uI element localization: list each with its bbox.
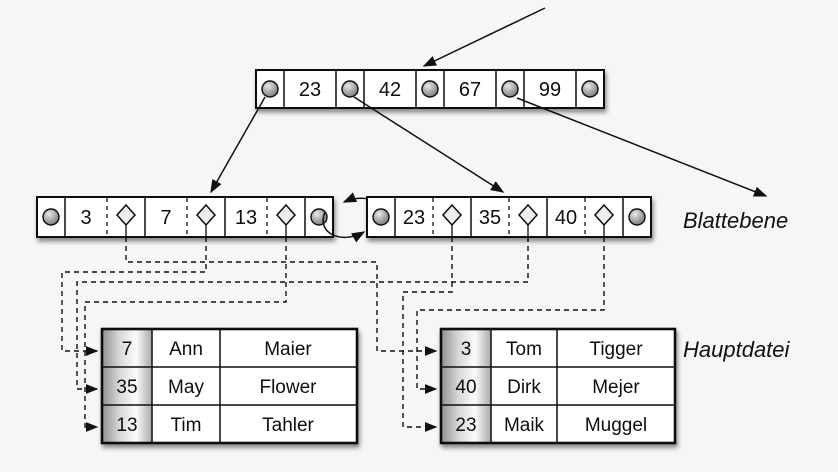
- leaf-key: 40: [555, 207, 577, 229]
- leaf-key: 13: [235, 207, 257, 229]
- route-key40-to-right-table-row2: [416, 237, 605, 394]
- pointer-circle-icon: [372, 208, 390, 226]
- table-row: 40 Dirk Mejer: [455, 377, 640, 398]
- leaf-level-label: Blattebene: [683, 208, 788, 233]
- root-to-right-leaf-arrow: [353, 96, 505, 193]
- right-table-key-column: [441, 329, 491, 443]
- root-key: 23: [299, 79, 321, 101]
- root-cell-dividers: [283, 70, 577, 108]
- incoming-root-arrow: [422, 7, 546, 67]
- pointer-circle-icon: [261, 80, 279, 98]
- right-main-table: 3 Tom Tigger 40 Dirk Mejer 23 Maik Mugge…: [439, 327, 677, 445]
- record-key: 7: [122, 339, 133, 360]
- left-leaf-node: 3 7 13: [36, 196, 334, 238]
- record-key: 35: [116, 377, 137, 398]
- right-leaf-dashed-dividers: [432, 198, 586, 237]
- record-last-name: Tigger: [589, 339, 643, 360]
- record-ref-diamond-icon: [195, 203, 217, 237]
- record-ref-diamond-icon: [517, 203, 539, 237]
- pointer-circle-icon: [310, 208, 328, 226]
- record-pointer-routes: [61, 237, 605, 432]
- pointer-circle-icon: [341, 80, 359, 98]
- record-ref-diamond-icon: [275, 203, 297, 237]
- record-last-name: Muggel: [585, 415, 647, 436]
- pointer-circle-icon: [628, 208, 646, 226]
- left-table-key-column: [102, 329, 152, 443]
- root-key: 67: [459, 79, 481, 101]
- right-table-frame: [439, 327, 677, 445]
- leaf-key: 7: [160, 207, 171, 229]
- link-arrow-left-to-right: [322, 211, 366, 243]
- record-first-name: Tim: [171, 415, 202, 436]
- pointer-circle-icon: [581, 80, 599, 98]
- root-key: 99: [539, 79, 561, 101]
- record-key: 3: [461, 339, 472, 360]
- root-to-left-leaf-arrow: [210, 96, 266, 194]
- record-ref-diamond-icon: [115, 203, 137, 237]
- record-key: 13: [116, 415, 137, 436]
- table-row: 3 Tom Tigger: [461, 339, 644, 360]
- left-table-frame: [100, 327, 359, 445]
- record-key: 23: [455, 415, 476, 436]
- route-key23-to-right-table-row3: [402, 237, 453, 432]
- record-ref-diamond-icon: [441, 203, 463, 237]
- record-last-name: Mejer: [592, 377, 640, 398]
- route-key35-to-left-table-row2: [76, 237, 529, 394]
- table-row: 7 Ann Maier: [122, 339, 313, 360]
- record-first-name: Ann: [169, 339, 203, 360]
- left-leaf-dashed-dividers: [106, 198, 268, 237]
- record-last-name: Flower: [259, 377, 317, 398]
- leaf-key: 3: [80, 207, 91, 229]
- pointer-circle-icon: [501, 80, 519, 98]
- record-key: 40: [455, 377, 476, 398]
- leaf-key: 23: [403, 207, 425, 229]
- pointer-circle-icon: [42, 208, 60, 226]
- table-row: 35 May Flower: [116, 377, 317, 398]
- record-first-name: Maik: [504, 415, 545, 436]
- route-key13-to-left-table-row3: [84, 237, 287, 432]
- table-row: 23 Maik Muggel: [455, 415, 647, 436]
- record-first-name: Tom: [506, 339, 542, 360]
- root-node: 23 42 67 99: [255, 69, 605, 109]
- record-last-name: Maier: [264, 339, 312, 360]
- left-table-grid: [102, 329, 357, 443]
- root-to-offscreen-leaf-arrow: [516, 97, 768, 197]
- record-first-name: May: [168, 377, 204, 398]
- main-file-label: Hauptdatei: [683, 337, 791, 362]
- left-main-table: 7 Ann Maier 35 May Flower 13 Tim Tahler: [100, 327, 359, 445]
- right-table-grid: [441, 329, 675, 443]
- leaf-key: 35: [479, 207, 501, 229]
- left-leaf-solid-dividers: [64, 197, 306, 237]
- table-row: 13 Tim Tahler: [116, 415, 314, 436]
- pointer-circle-icon: [421, 80, 439, 98]
- right-leaf-node: 23 35 40: [366, 196, 652, 238]
- record-first-name: Dirk: [507, 377, 541, 398]
- record-last-name: Tahler: [262, 415, 314, 436]
- root-key: 42: [379, 79, 401, 101]
- record-ref-diamond-icon: [593, 203, 615, 237]
- right-leaf-solid-dividers: [394, 197, 624, 237]
